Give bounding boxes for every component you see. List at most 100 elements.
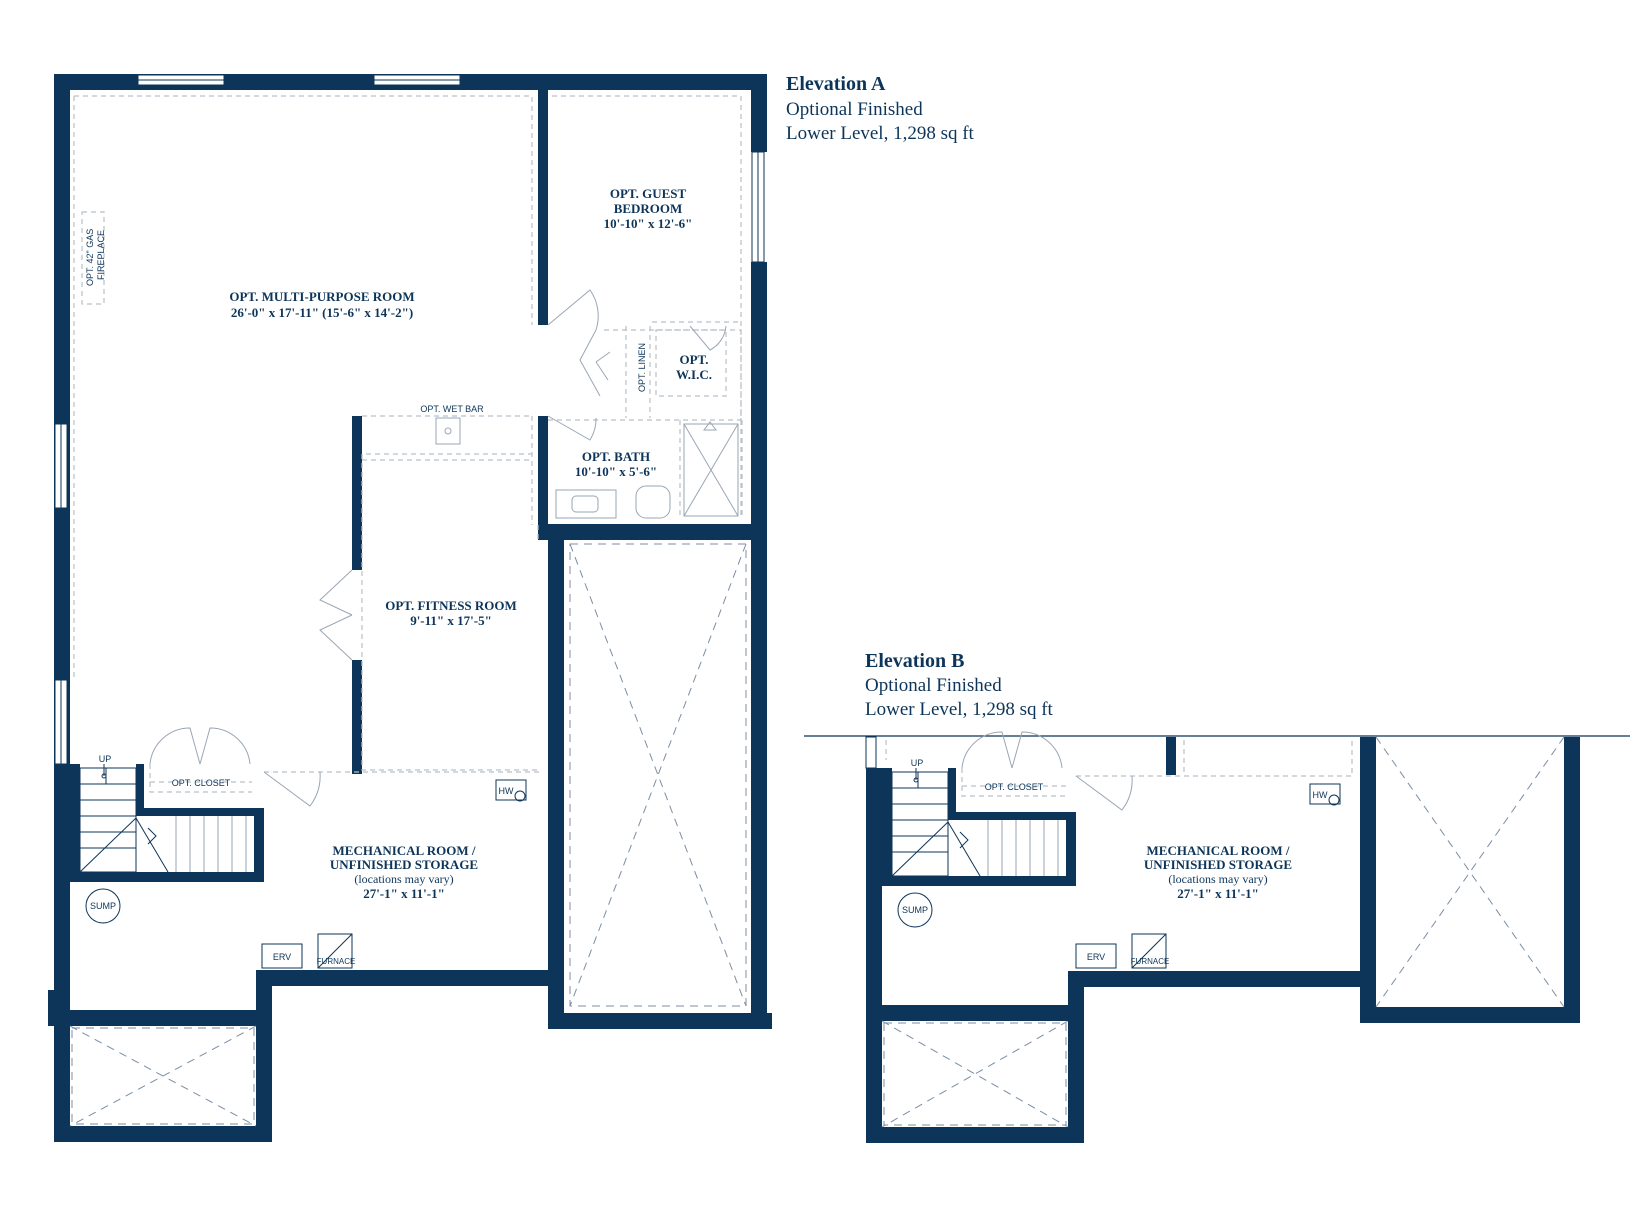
wall-bedroom-left: [538, 89, 548, 325]
wall-cold-room-left: [54, 1010, 70, 1142]
b-wall-stair-top: [948, 812, 1076, 820]
wall-bath-bottom: [548, 524, 767, 540]
sump-pit: [85, 888, 121, 924]
wall-stair-top: [136, 808, 264, 816]
b-wall-stair-right: [1066, 812, 1076, 886]
fireplace-outline: [81, 211, 105, 305]
wall-cold-room-right: [256, 1010, 272, 1142]
sump-label: SUMP: [90, 901, 116, 911]
wall-right-top: [751, 74, 767, 152]
b-hw-tank: [1309, 783, 1341, 805]
stairs-up-label: UP: [99, 754, 112, 764]
wic-label-2: W.I.C.: [676, 367, 712, 382]
fireplace-label-2: FIREPLACE: [96, 230, 106, 280]
mechanical-label-1: MECHANICAL ROOM /: [333, 843, 476, 858]
guest-bedroom-dims: 10'-10" x 12'-6": [604, 216, 693, 231]
fireplace-label-1: OPT. 42" GAS: [85, 229, 95, 286]
b-hw-label: HW: [1313, 790, 1328, 800]
b-mechanical-dims: 27'-1" x 11'-1": [1177, 886, 1259, 901]
wall-stair-left: [70, 764, 80, 882]
erv-label: ERV: [273, 952, 291, 962]
shower-icon: [683, 423, 739, 517]
fitness-dims: 9'-11" x 17'-5": [410, 613, 492, 628]
b-stairs-up-label: UP: [911, 758, 924, 768]
b-wall-stair-bottom: [882, 876, 1076, 886]
wet-bar-sink: [435, 417, 461, 445]
elevation-b-plan: [804, 731, 1630, 1143]
door-bedroom: [547, 289, 599, 331]
wall-stair-bottom: [70, 872, 264, 882]
wic-label-1: OPT.: [679, 352, 708, 367]
wet-bar-label: OPT. WET BAR: [420, 404, 484, 414]
staircase: [79, 764, 247, 873]
door-fitness: [319, 569, 353, 661]
wall-stair-right: [254, 808, 264, 882]
wall-mech-bottom: [256, 970, 550, 986]
hw-label: HW: [499, 786, 514, 796]
hw-tank: [495, 779, 527, 801]
wall-bath-left: [538, 416, 548, 540]
mechanical-label-2: UNFINISHED STORAGE: [330, 857, 478, 872]
wall-left-lower: [54, 764, 70, 1014]
b-wall-mech-bottom: [1068, 971, 1368, 987]
b-wall-garage-left: [1360, 737, 1376, 1021]
elevation-a-plan: [48, 74, 772, 1142]
furnace-unit: [317, 933, 353, 969]
wall-left-upper: [54, 74, 70, 764]
b-window-left: [865, 736, 877, 769]
b-wall-left: [866, 768, 882, 1018]
b-furnace-unit: [1131, 933, 1167, 969]
b-sump-label: SUMP: [902, 905, 928, 915]
wall-cold-room-bottom: [54, 1126, 272, 1142]
mechanical-dims: 27'-1" x 11'-1": [363, 886, 445, 901]
multi-purpose-dims: 26'-0" x 17'-11" (15'-6" x 14'-2"): [231, 305, 413, 320]
b-furnace-label: FURNACE: [1131, 957, 1170, 966]
garage-area: [569, 543, 747, 1007]
door-wic: [689, 325, 727, 351]
bath-vanity: [555, 489, 617, 519]
closet-label: OPT. CLOSET: [172, 778, 231, 788]
bath-dims: 10'-10" x 5'-6": [575, 464, 657, 479]
b-wall-stair-left: [882, 768, 892, 886]
mechanical-label-3: (locations may vary): [354, 872, 453, 886]
b-wall-garage-bottom: [1360, 1007, 1580, 1023]
b-wall-cold-left: [866, 1005, 882, 1143]
b-mechanical-label-1: MECHANICAL ROOM /: [1147, 843, 1290, 858]
elevation-b-line2: Lower Level, 1,298 sq ft: [865, 699, 1054, 720]
b-wall-partition: [1166, 737, 1176, 775]
b-sump-pit: [897, 892, 933, 928]
b-mechanical-label-2: UNFINISHED STORAGE: [1144, 857, 1292, 872]
fitness-label: OPT. FITNESS ROOM: [385, 598, 517, 613]
b-door-mech: [1075, 775, 1133, 811]
b-staircase: [891, 768, 1059, 877]
elevation-b-title: Elevation B: [865, 650, 964, 672]
b-cold-room-x: [881, 1020, 1069, 1128]
elevation-a-line2: Lower Level, 1,298 sq ft: [786, 123, 975, 144]
wall-fitness-left-upper: [352, 416, 362, 570]
wall-right-mid: [751, 262, 767, 540]
wall-right-lower: [751, 540, 767, 1027]
elevation-a-line1: Optional Finished: [786, 99, 923, 120]
b-wall-cold-top: [866, 1005, 1084, 1021]
wall-stair-inner: [136, 764, 144, 816]
b-wall-cold-bottom: [866, 1127, 1084, 1143]
toilet-icon: [635, 485, 671, 519]
wall-garage-bottom: [548, 1013, 772, 1029]
erv-unit: [261, 943, 303, 969]
b-erv-unit: [1075, 943, 1117, 969]
b-erv-label: ERV: [1087, 952, 1105, 962]
guest-bedroom-label-2: BEDROOM: [614, 201, 683, 216]
b-mechanical-label-3: (locations may vary): [1168, 872, 1267, 886]
bath-label: OPT. BATH: [582, 449, 650, 464]
b-wall-cold-right: [1068, 1005, 1084, 1143]
b-closet-label: OPT. CLOSET: [985, 782, 1044, 792]
elevation-b-line1: Optional Finished: [865, 675, 1002, 696]
multi-purpose-label: OPT. MULTI-PURPOSE ROOM: [229, 289, 414, 304]
wall-cold-room-top: [54, 1010, 272, 1026]
linen-label: OPT. LINEN: [637, 343, 647, 392]
furnace-label: FURNACE: [317, 957, 356, 966]
b-wall-stair-inner: [948, 768, 956, 820]
wall-fitness-left-lower: [352, 660, 362, 774]
door-closet-1: [149, 727, 201, 765]
